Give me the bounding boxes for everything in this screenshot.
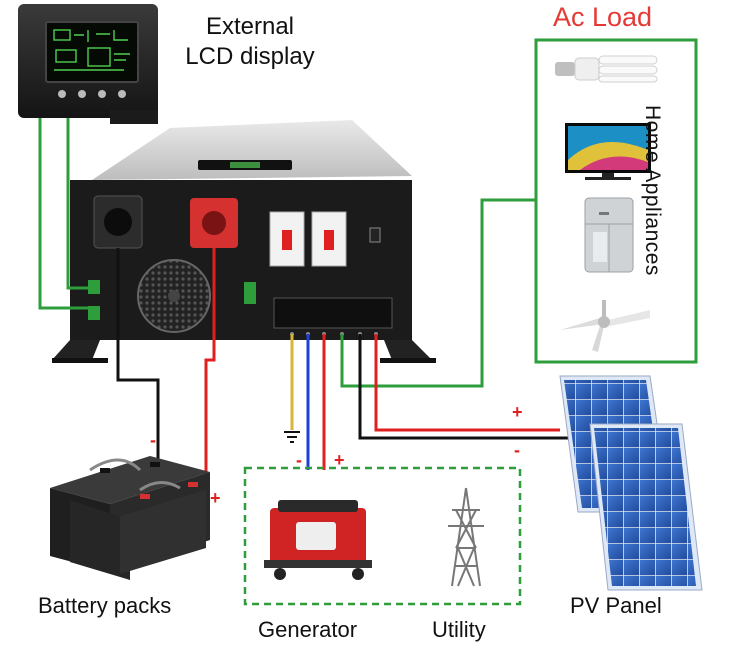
wiring [38,118,590,500]
ground-icon [284,431,300,443]
lcd-display-label: External LCD display [185,13,315,70]
ceiling-fan-icon [560,300,650,352]
pv-panels-icon [559,375,703,591]
source-box [243,466,522,606]
lcd-wire-2 [66,118,88,290]
battery-packs-label: Battery packs [38,593,172,618]
television-icon [565,123,651,180]
external-lcd-display [18,4,158,124]
cfl-bulb-icon [555,55,658,83]
power-pylon-icon [448,487,484,587]
home-appliances-label: Home Appliances [641,105,664,276]
battery-packs-icon [50,456,210,580]
lcd-wire-1 [38,118,88,310]
generator-negative-sign: - [296,450,302,470]
inverter-unit [52,120,436,363]
pv-panel-label: PV Panel [570,593,662,618]
refrigerator-icon [584,197,634,273]
pv-positive-wire [374,334,560,432]
pv-negative-wire [358,334,590,440]
pv-positive-sign: + [512,402,523,422]
generator-positive-sign: + [334,450,345,470]
ac-load-label: Ac Load [553,2,653,32]
ac-output-wire [340,198,536,388]
generator-icon [264,500,372,580]
battery-negative-sign: - [150,430,156,450]
battery-positive-sign: + [210,488,221,508]
pv-negative-sign: - [514,440,520,460]
utility-label: Utility [432,617,486,642]
generator-label: Generator [258,617,358,642]
battery-positive-wire [204,248,216,500]
battery-negative-wire [116,248,160,470]
